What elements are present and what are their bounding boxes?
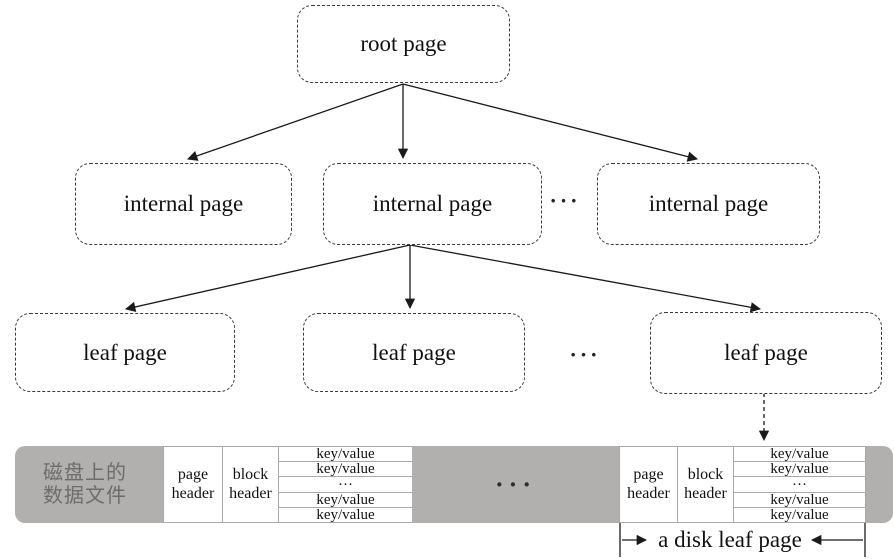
- kv-row-ellipsis: ···: [734, 477, 865, 493]
- node-internal-page-3-label: internal page: [648, 191, 769, 216]
- key-value-stack-1: key/value key/value ··· key/value key/va…: [278, 446, 413, 523]
- kv-row: key/value: [279, 492, 412, 508]
- node-leaf-page-2: leaf page: [303, 313, 525, 392]
- leaf-row-ellipsis: ···: [569, 342, 601, 367]
- kv-row: key/value: [734, 446, 865, 463]
- disk-right-end-cap: [866, 446, 893, 523]
- disk-middle-gray-block: [412, 446, 619, 523]
- node-leaf-page-3-label: leaf page: [724, 340, 808, 365]
- kv-row: key/value: [770, 506, 829, 523]
- node-root-page-label: root page: [360, 31, 447, 56]
- kv-row: key/value: [316, 506, 375, 523]
- kv-row: key/value: [734, 462, 865, 478]
- node-internal-page-2: internal page: [323, 163, 542, 245]
- disk-middle-ellipsis: ···: [494, 469, 536, 499]
- node-leaf-page-1: leaf page: [15, 313, 235, 392]
- disk-file-label-line2: 数据文件: [43, 484, 127, 507]
- kv-row-ellipsis: ···: [279, 477, 412, 493]
- node-root-page: root page: [297, 5, 510, 83]
- kv-row: key/value: [734, 492, 865, 508]
- disk-file-label-line1: 磁盘上的: [43, 461, 127, 484]
- node-leaf-page-2-label: leaf page: [372, 339, 456, 365]
- node-internal-page-3: internal page: [597, 163, 820, 245]
- internal-row-ellipsis: ···: [549, 188, 581, 213]
- node-internal-page-1-label: internal page: [123, 191, 244, 216]
- arrow-root-to-internal-3: [402, 83, 699, 162]
- kv-row: key/value: [279, 446, 412, 463]
- page-header-cell-2: page header: [619, 446, 678, 523]
- arrow-root-to-internal-1: [187, 83, 404, 161]
- arrow-internal-to-leaf-3: [409, 244, 762, 313]
- block-header-cell-1: block header: [222, 446, 279, 523]
- arrow-internal-to-leaf-1: [124, 244, 411, 313]
- kv-row: key/value: [279, 462, 412, 478]
- block-header-cell-2: block header: [677, 446, 734, 523]
- page-header-cell-1: page header: [163, 446, 223, 523]
- disk-leaf-page-annotation: a disk leaf page: [658, 527, 802, 552]
- node-internal-page-1: internal page: [75, 163, 292, 245]
- key-value-stack-2: key/value key/value ··· key/value key/va…: [733, 446, 866, 523]
- disk-file-label-block: 磁盘上的 数据文件: [15, 446, 163, 523]
- node-leaf-page-1-label: leaf page: [83, 339, 167, 365]
- node-internal-page-2-label: internal page: [372, 191, 493, 216]
- node-leaf-page-3: leaf page: [650, 312, 882, 394]
